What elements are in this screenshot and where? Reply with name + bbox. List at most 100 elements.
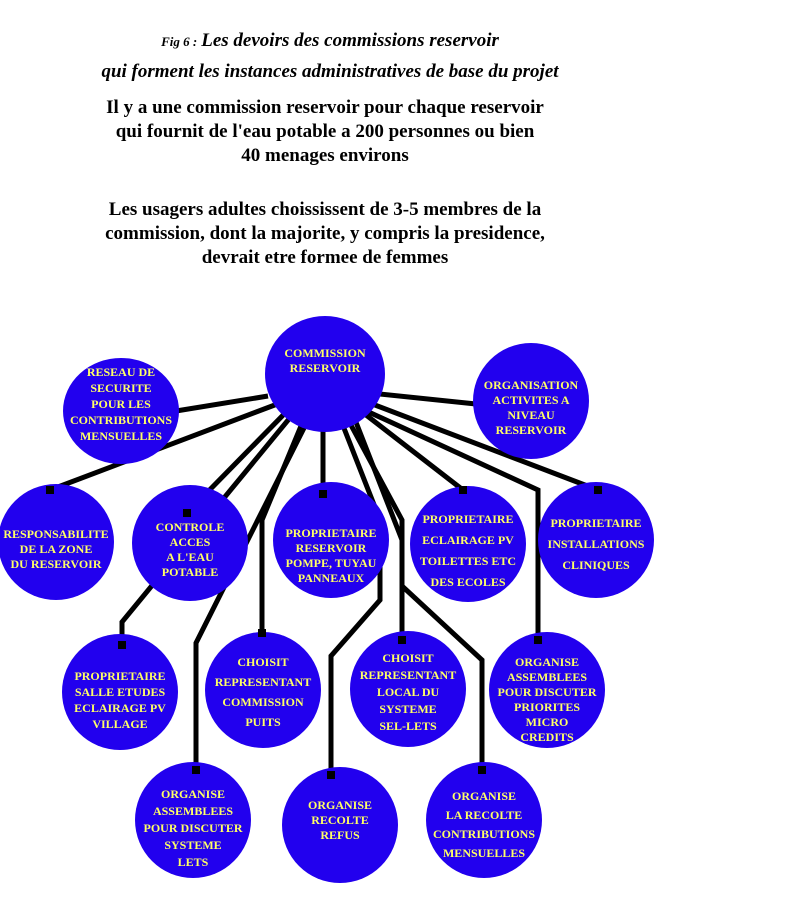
node-label-line: ASSEMBLEES [153, 804, 233, 818]
node-label-line: SEL-LETS [379, 719, 437, 733]
node-label-line: ECLAIRAGE PV [422, 533, 514, 547]
terminal-controle-acces [183, 509, 191, 517]
node-label-line: ACTIVITES A [492, 393, 569, 407]
node-label-line: RESEAU DE [87, 365, 155, 379]
node-label-line: REFUS [320, 828, 360, 842]
node-label-line: ORGANISATION [484, 378, 579, 392]
intro-paragraph-2: Les usagers adultes choississent de 3-5 … [0, 198, 650, 270]
node-label-line: ORGANISE [308, 798, 372, 812]
node-label-line: PROPRIETAIRE [550, 516, 641, 530]
node-label-line: SYSTEME [164, 838, 221, 852]
node-label-line: ACCES [170, 535, 211, 549]
terminal-organise-lets [192, 766, 200, 774]
node-circle [132, 485, 248, 601]
intro-line: devrait etre formee de femmes [201, 247, 449, 268]
terminal-proprietaire-eclairage [459, 486, 467, 494]
node-label-line: DE LA ZONE [20, 542, 93, 556]
figure-label: Fig 6 : [161, 34, 198, 49]
node-circle [473, 343, 589, 459]
node-label-line: PROPRIETAIRE [74, 669, 165, 683]
node-label-line: DU RESERVOIR [10, 557, 101, 571]
node-label-line: CONTRIBUTIONS [433, 827, 535, 841]
intro-line: Les usagers adultes choississent de 3-5 … [108, 199, 542, 220]
node-label-line: A L'EAU [166, 550, 214, 564]
node-label-line: CHOISIT [382, 651, 433, 665]
connector-organise-refus [328, 417, 383, 775]
node-circle [350, 631, 466, 747]
node-label-line: SALLE ETUDES [75, 685, 166, 699]
node-label-line: POTABLE [162, 565, 218, 579]
node-label-line: NIVEAU [507, 408, 555, 422]
node-label-line: ECLAIRAGE PV [74, 701, 166, 715]
intro-paragraph-1: Il y a une commission reservoir pour cha… [0, 96, 650, 168]
node-label-line: COMMISSION [284, 346, 366, 360]
node-label-line: MENSUELLES [80, 429, 162, 443]
node-label-line: POUR DISCUTER [497, 685, 596, 699]
node-circle [62, 634, 178, 750]
node-label-line: RESERVOIR [290, 361, 361, 375]
node-label-line: MICRO [526, 715, 569, 729]
intro-line: 40 menages environs [241, 145, 409, 166]
node-label-line: REPRESENTANT [215, 675, 311, 689]
node-circle [265, 316, 385, 432]
node-label-line: TOILETTES ETC [420, 554, 516, 568]
intro-line: Il y a une commission reservoir pour cha… [106, 97, 544, 118]
intro-line: qui fournit de l'eau potable a 200 perso… [115, 121, 535, 142]
node-label-line: ORGANISE [161, 787, 225, 801]
connector-organise-contributions [349, 411, 485, 770]
node-circle [205, 632, 321, 748]
node-label-line: CONTROLE [156, 520, 225, 534]
figure-title-line2: qui forment les instances administrative… [101, 61, 559, 82]
node-label-line: ORGANISE [515, 655, 579, 669]
node-label-line: LOCAL DU [377, 685, 440, 699]
node-label-line: LETS [178, 855, 209, 869]
terminal-choisit-sel-lets [398, 636, 406, 644]
terminal-organise-refus [327, 771, 335, 779]
node-circle [410, 486, 526, 602]
terminal-proprietaire-reservoir [319, 490, 327, 498]
node-circle [273, 482, 389, 598]
node-label-line: POUR DISCUTER [143, 821, 242, 835]
node-proprietaire-eclairage: PROPRIETAIRE ECLAIRAGE PV TOILETTES ETC DES… [410, 486, 526, 602]
node-label-line: CONTRIBUTIONS [70, 413, 172, 427]
node-label-line: RESPONSABILITE [3, 527, 108, 541]
node-label-line: PUITS [245, 715, 281, 729]
connector-organise-lets [193, 412, 314, 770]
connector-responsabilite-zone [49, 397, 289, 493]
node-circle [489, 632, 605, 748]
connector-reseau-securite [175, 393, 269, 414]
node-label-line: ASSEMBLEES [507, 670, 587, 684]
node-label-line: SYSTEME [379, 702, 436, 716]
node-circle [426, 762, 542, 878]
node-label-line: PROPRIETAIRE [422, 512, 513, 526]
node-label-line: COMMISSION [222, 695, 304, 709]
connector-organise-microcredits [358, 405, 541, 640]
connector-proprietaire-installations [366, 399, 599, 493]
node-label-line: DES ECOLES [430, 575, 505, 589]
node-circle [282, 767, 398, 883]
terminal-choisit-puits [258, 629, 266, 637]
node-label-line: CLINIQUES [562, 558, 630, 572]
node-label-line: RESERVOIR [496, 423, 567, 437]
connector-proprietaire-eclairage [355, 406, 465, 492]
node-organise-lets: ORGANISE ASSEMBLEES POUR DISCUTER SYSTEME LE… [135, 762, 251, 878]
terminal-proprietaire-salle [118, 641, 126, 649]
intro-line: commission, dont la majorite, y compris … [105, 223, 545, 244]
node-label-line: ORGANISE [452, 789, 516, 803]
node-label-line: RECOLTE [311, 813, 369, 827]
node-label-line: PROPRIETAIRE [285, 526, 376, 540]
node-circle [63, 358, 179, 464]
terminal-proprietaire-installations [594, 486, 602, 494]
connector-terminals [46, 486, 602, 779]
